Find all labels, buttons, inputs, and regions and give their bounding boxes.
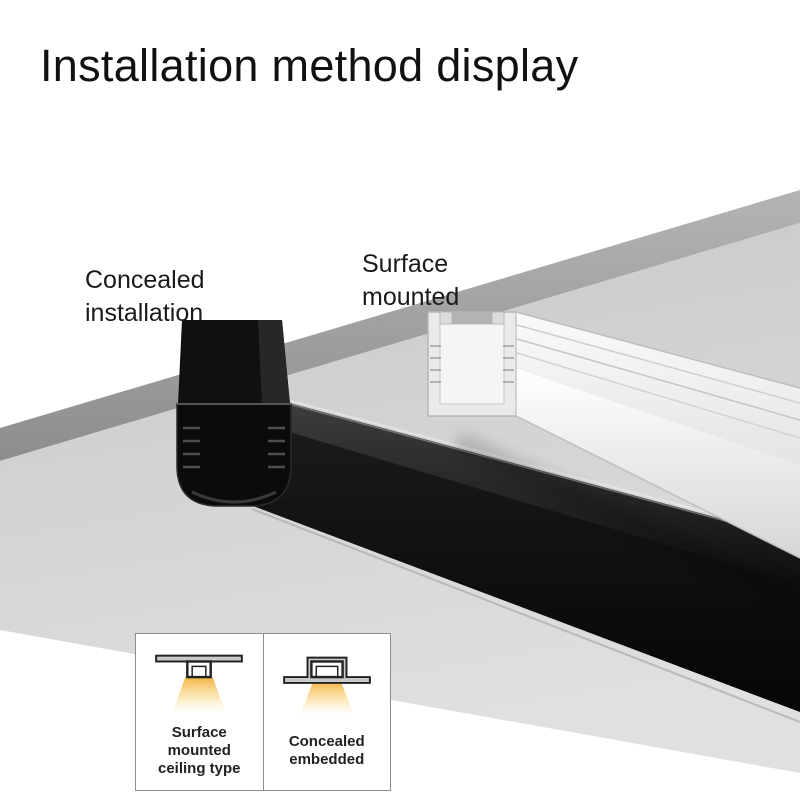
legend-item-concealed-embedded: Concealed embedded [262,634,391,790]
page-title: Installation method display [40,40,579,91]
surface-mounted-label: Surface mounted [362,250,460,311]
surface-profile-shadow [452,432,800,612]
concealed-embedded-icon [282,656,371,717]
concealed-recess-notch [178,320,290,404]
surface-profile [427,311,800,559]
surface-mounted-ceiling-icon [155,654,244,715]
legend-item-surface-mounted: Surface mounted ceiling type [136,634,263,790]
installation-legend: Surface mounted ceiling type Concealed [135,633,391,791]
concealed-installation-label: Concealed installation [85,266,205,327]
legend-label: Surface mounted ceiling type [157,723,241,778]
legend-label: Concealed embedded [288,732,365,768]
